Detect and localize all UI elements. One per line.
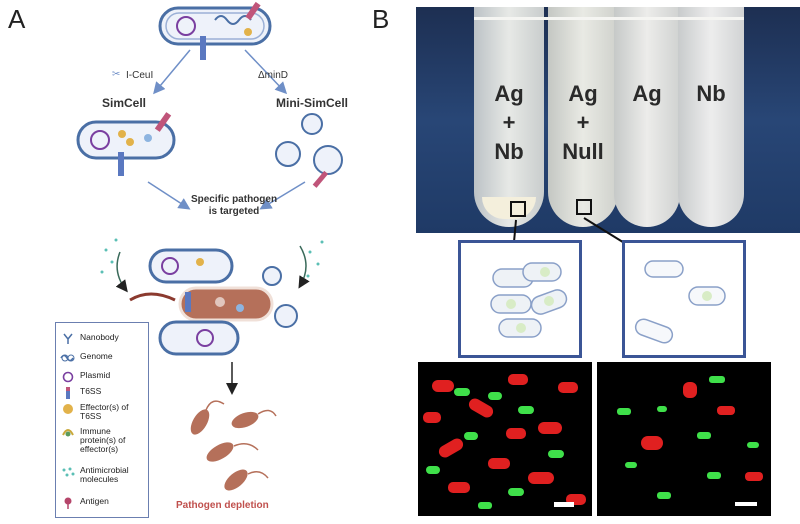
tube-2: [548, 7, 618, 227]
tube-photo: Ag + Nb Ag + Null Ag Nb: [416, 7, 800, 233]
tube-1-zoom-marker: [510, 201, 526, 217]
mind-label: ΔminD: [258, 70, 289, 81]
targeted-label: Specific pathogen is targeted: [174, 194, 294, 218]
micrograph-aggregated-svg: [423, 374, 586, 509]
legend-label: Antigen: [80, 496, 109, 506]
tube-2-label-line: +: [576, 110, 590, 135]
micrograph-dispersed: [597, 362, 771, 516]
legend-box: Nanobody Genome Plasmid T6SS Effector(s)…: [55, 322, 149, 518]
minisimcells: [275, 113, 343, 175]
tube-rim-line: [474, 17, 744, 20]
antigen-icon: [64, 497, 72, 509]
legend-label: Effector(s) of T6SS: [80, 402, 129, 421]
panel-a-letter: A: [8, 4, 26, 34]
legend-label: Antimicrobial molecules: [80, 465, 129, 484]
simcell-label: SimCell: [102, 96, 147, 110]
ceui-label: I-CeuI: [126, 70, 154, 81]
dispersed-cells-illustration: [634, 260, 726, 344]
parent-bacterium: [158, 1, 272, 60]
legend-label: Immune protein(s) of effector(s): [80, 426, 126, 454]
nanobody-icon: [63, 333, 73, 344]
plasmid-icon: [62, 371, 74, 383]
depleted-pathogens: [190, 409, 259, 491]
t6ss-icon: [66, 387, 70, 399]
panel-b-letter: B: [372, 4, 390, 34]
tube-2-label: Ag + Null: [548, 79, 618, 166]
legend-item: Antigen: [60, 497, 109, 509]
immune-protein-icon: [62, 429, 74, 437]
tube-2-label-line: Null: [562, 139, 604, 164]
pathogen-depletion-label: Pathogen depletion: [176, 500, 269, 511]
legend-item: Effector(s) of T6SS: [60, 403, 148, 421]
micrograph-aggregated: [418, 362, 592, 516]
legend-item: Antimicrobial molecules: [60, 466, 148, 484]
aggregated-cells-illustration: [490, 262, 568, 338]
antimicrobial-icon: [62, 467, 75, 477]
legend-label: Plasmid: [80, 370, 111, 380]
legend-label: T6SS: [80, 386, 102, 396]
svg-text:✂: ✂: [112, 69, 120, 80]
legend-item: Genome: [60, 352, 113, 364]
legend-item: Nanobody: [60, 333, 119, 345]
effector-icon: [63, 404, 73, 414]
tube-1-label-line: Ag: [494, 81, 524, 106]
legend-label: Genome: [80, 351, 113, 361]
legend-item: Plasmid: [60, 371, 110, 383]
zoom-connectors: [513, 217, 627, 245]
tube-1-label-line: Nb: [494, 139, 524, 164]
aggregated-cells-box: [458, 240, 582, 358]
legend-item: Immune protein(s) of effector(s): [60, 427, 148, 454]
targeted-line-2: is targeted: [208, 206, 260, 217]
genome-icon: [60, 354, 75, 362]
tube-3-label: Ag: [614, 79, 680, 108]
tube-3: [614, 7, 680, 227]
tube-2-zoom-marker: [576, 199, 592, 215]
tube-2-label-line: Ag: [568, 81, 598, 106]
tube-4-label-line: Nb: [696, 81, 726, 106]
tube-4: [678, 7, 744, 227]
dispersed-cells-box: [622, 240, 746, 358]
tube-4-label: Nb: [678, 79, 744, 108]
simcell-bacterium: [76, 112, 176, 176]
tube-3-label-line: Ag: [632, 81, 662, 106]
legend-item: T6SS: [60, 387, 101, 399]
targeted-line-1: Specific pathogen: [190, 194, 278, 205]
panel-a-diagram: ✂: [76, 1, 343, 491]
tube-1-label: Ag + Nb: [476, 79, 542, 166]
targeting-scene: [100, 238, 324, 356]
legend-label: Nanobody: [80, 332, 119, 342]
tube-1-label-line: +: [502, 110, 516, 135]
minisimcell-label: Mini-SimCell: [276, 96, 349, 110]
micrograph-dispersed-svg: [617, 376, 763, 506]
